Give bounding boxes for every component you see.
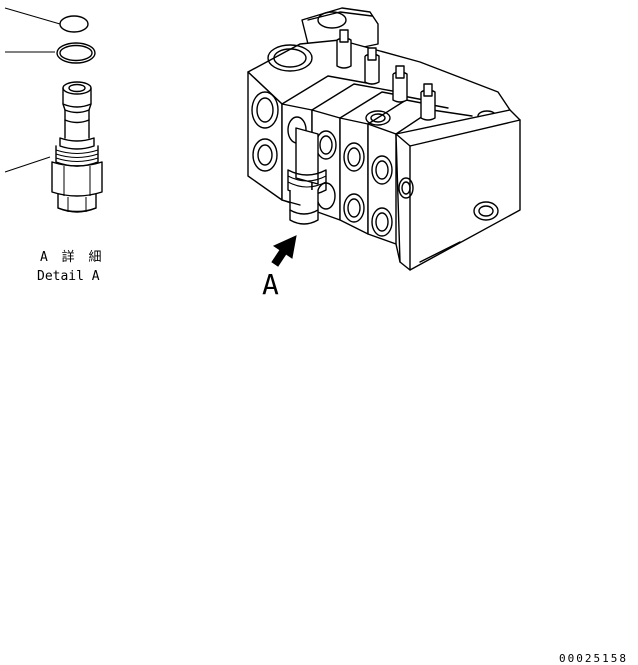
detail-label-jp: A 詳 細 — [40, 249, 104, 265]
view-arrow-a: A — [262, 235, 297, 301]
spool-stems — [336, 29, 436, 121]
installed-cartridge — [287, 127, 327, 225]
drawing-number: 00025158 — [559, 652, 628, 665]
washer-part — [59, 15, 89, 33]
o-ring-part — [56, 42, 96, 64]
control-valve-assembly — [247, 7, 521, 271]
front-port-2 — [252, 138, 278, 172]
leader-line-1 — [4, 7, 61, 25]
detail-label-en: Detail A — [37, 269, 100, 284]
cartridge-valve-part — [51, 81, 103, 213]
leader-line-3 — [4, 156, 51, 173]
view-arrow-icon — [271, 235, 297, 267]
view-arrow-label: A — [262, 268, 279, 301]
top-port-mid — [365, 110, 391, 126]
top-port — [267, 44, 313, 72]
detail-a-assembly: A 詳 細 Detail A — [4, 7, 104, 284]
front-port-1 — [251, 91, 279, 129]
end-plate-port — [473, 201, 499, 221]
